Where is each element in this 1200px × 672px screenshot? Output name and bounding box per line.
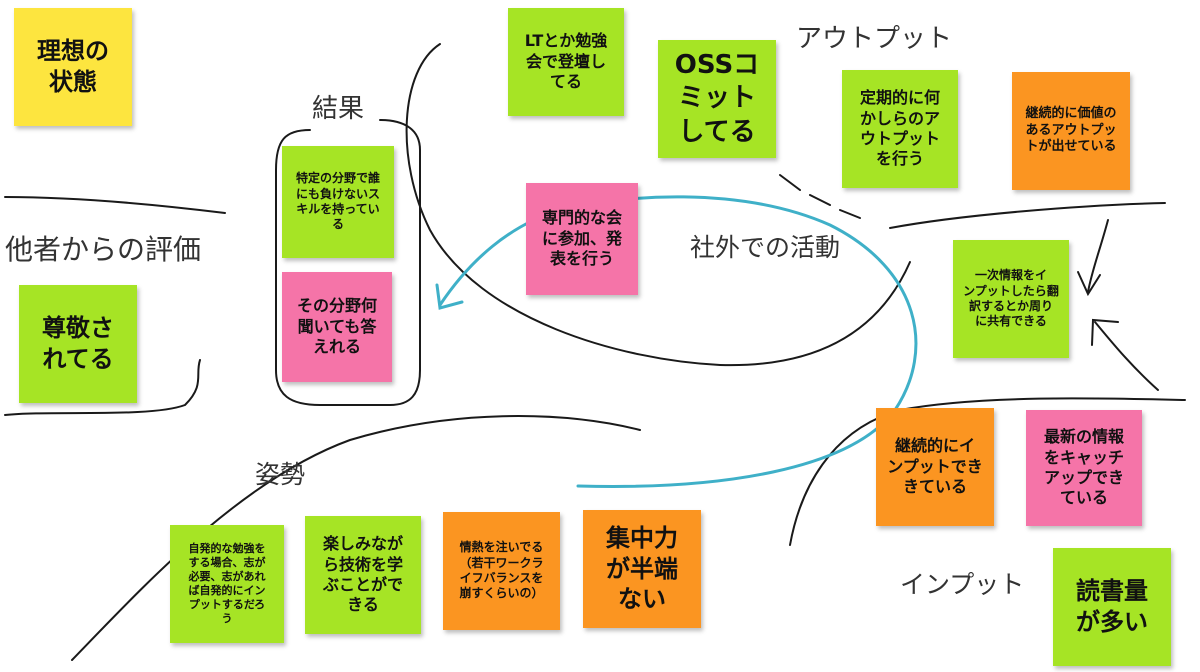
note-read-a-lot[interactable]: 読書量 が多い	[1053, 548, 1171, 666]
note-valuable-output[interactable]: 継続的に価値の あるアウトプッ トが出せている	[1012, 72, 1130, 190]
label-outcome: 結果	[312, 94, 365, 124]
note-self-study[interactable]: 自発的な勉強を する場合、志が 必要、志があれ ば自発的にイン プットするだろ …	[170, 525, 284, 643]
note-catch-latest[interactable]: 最新の情報 をキャッチ アップでき ている	[1026, 410, 1142, 526]
teal-flow-arrowhead	[435, 283, 464, 310]
note-regular-output[interactable]: 定期的に何 かしらのア ウトプット を行う	[842, 70, 958, 188]
note-ideal-state[interactable]: 理想の 状態	[14, 8, 132, 126]
label-others-eval: 他者からの評価	[5, 233, 202, 266]
arrow-down-right-head	[1077, 271, 1101, 297]
arrow-down-right	[1087, 219, 1109, 293]
label-attitude: 姿勢	[255, 460, 306, 489]
note-respected[interactable]: 尊敬さ れてる	[19, 285, 137, 403]
note-answer-anything[interactable]: その分野何 聞いても答 えれる	[282, 272, 392, 382]
note-continuous-input[interactable]: 継続的にイ ンプットでき きている	[876, 408, 994, 526]
note-lt-speaker[interactable]: LTとか勉強 会で登壇し てる	[508, 8, 624, 116]
label-input: インプット	[900, 570, 1025, 599]
note-oss-commit[interactable]: OSSコ ミット してる	[658, 40, 776, 158]
outcome-bracket-line	[275, 119, 421, 406]
note-enjoy-learning[interactable]: 楽しみなが ら技術を学 ぶことがで きる	[305, 516, 421, 634]
label-output: アウトプット	[796, 24, 953, 54]
note-half-focused[interactable]: 集中力 が半端 ない	[583, 510, 701, 628]
label-outside-activity: 社外での活動	[690, 233, 841, 262]
output-separator-line	[889, 202, 1166, 229]
outside-activity-loop	[405, 43, 911, 367]
others-eval-top-line	[4, 196, 226, 214]
attitude-region-line	[71, 415, 641, 661]
note-share-translation[interactable]: 一次情報をイ ンプットしたら翻 訳するとか周り に共有できる	[953, 240, 1069, 358]
arrow-up-left	[1094, 321, 1159, 391]
note-unbeatable-skill[interactable]: 特定の分野で誰 にも負けないス キルを持ってい る	[282, 146, 394, 258]
teal-flow-arrow	[438, 195, 918, 488]
others-eval-bottom-line	[4, 359, 201, 416]
note-join-meetups[interactable]: 専門的な会 に参加、発 表を行う	[526, 183, 638, 295]
note-passion[interactable]: 情熱を注いでる （若干ワークラ イフバランスを 崩すくらいの）	[443, 512, 560, 630]
arrow-up-left-head	[1091, 318, 1119, 346]
